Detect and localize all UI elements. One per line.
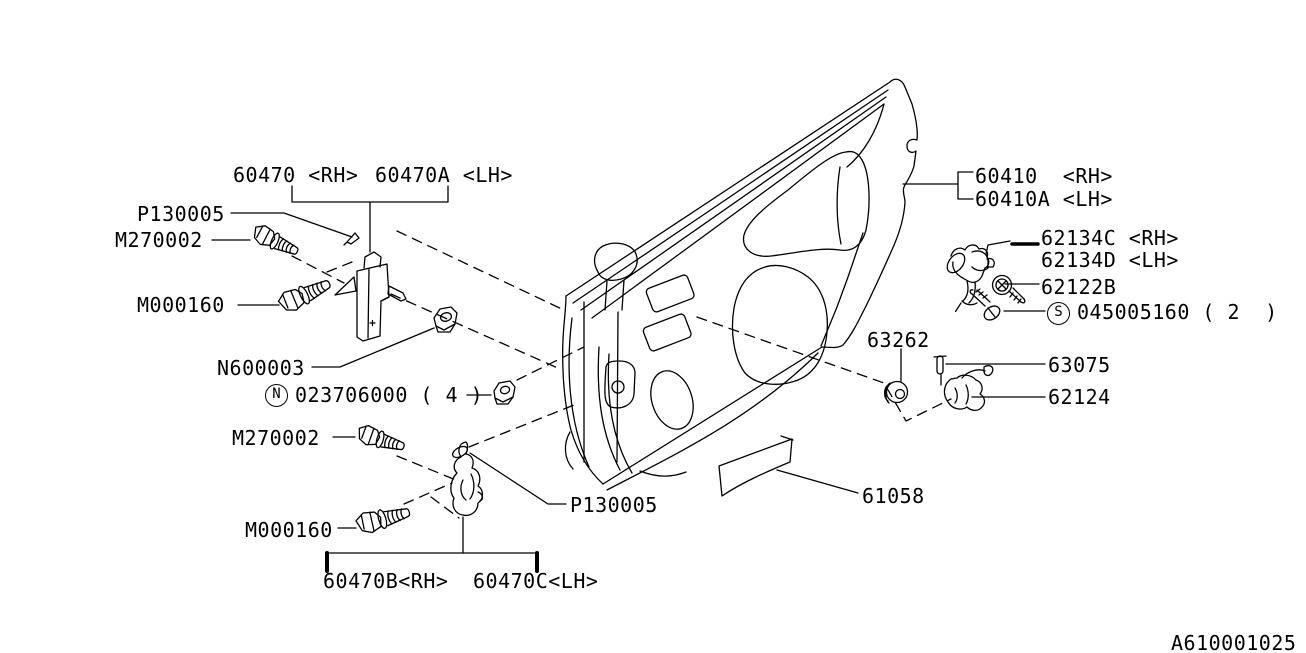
circled-s-symbol: S xyxy=(1047,302,1070,325)
flange-nut-drawing xyxy=(494,381,515,404)
part-label-n600003: N600003 xyxy=(217,356,305,380)
part-label-62134d-lh: 62134D <LH> xyxy=(1041,248,1179,272)
dashed-construction-lines xyxy=(292,231,961,518)
part-label-60470b-rh: 60470B<RH> xyxy=(323,569,449,593)
part-label-p130005-upper: P130005 xyxy=(137,202,225,226)
clip-p130005-upper-drawing xyxy=(344,233,359,245)
stopper-pin-63075-drawing xyxy=(934,356,946,374)
leader-lines xyxy=(212,172,1045,571)
pad-61058-drawing xyxy=(719,436,793,496)
door-checker-62134-drawing xyxy=(944,245,994,305)
upper-hinge-drawing xyxy=(335,252,406,341)
part-label-m270002-lower: M270002 xyxy=(232,426,320,450)
part-label-m270002-upper: M270002 xyxy=(115,228,203,252)
part-label-62124: 62124 xyxy=(1048,385,1111,409)
part-label-60410a-lh: 60410A <LH> xyxy=(975,187,1113,211)
lower-hinge-drawing xyxy=(451,442,483,515)
part-label-62134c-rh: 62134C <RH> xyxy=(1041,226,1179,250)
part-label-61058: 61058 xyxy=(862,484,925,508)
bolt-m270002-lower-drawing xyxy=(354,422,408,456)
clip-p130005-lower-drawing xyxy=(451,444,469,459)
circled-n-symbol: N xyxy=(265,384,288,407)
part-label-023706000: 023706000 ( 4 ) xyxy=(295,383,484,407)
bolt-m270002-upper-drawing xyxy=(249,221,303,261)
part-label-045005160: 045005160 ( 2 ) xyxy=(1077,300,1278,324)
tapping-screw-045005160-drawing xyxy=(970,289,1002,323)
door-checker-62124-drawing xyxy=(944,366,992,411)
hex-nut-n600003-drawing xyxy=(434,307,457,332)
part-label-60470a-lh: 60470A <LH> xyxy=(375,163,513,187)
drawing-number: A610001025 xyxy=(1171,631,1297,653)
plug-63262-drawing xyxy=(885,382,908,404)
part-label-p130005-lower: P130005 xyxy=(570,493,658,517)
part-label-63075: 63075 xyxy=(1048,353,1111,377)
bolt-m000160-upper-drawing xyxy=(275,272,335,317)
part-label-62122b: 62122B xyxy=(1041,275,1117,299)
part-label-60470c-lh: 60470C<LH> xyxy=(473,569,599,593)
part-label-m000160-lower: M000160 xyxy=(245,518,333,542)
door-panel-drawing xyxy=(563,79,918,490)
part-label-m000160-upper: M000160 xyxy=(137,293,225,317)
bolt-m000160-lower-drawing xyxy=(353,499,413,537)
part-label-60410-rh: 60410 <RH> xyxy=(975,164,1113,188)
screw-62122b-drawing xyxy=(993,276,1025,304)
part-label-63262: 63262 xyxy=(867,328,930,352)
part-label-60470-rh: 60470 <RH> xyxy=(233,163,359,187)
